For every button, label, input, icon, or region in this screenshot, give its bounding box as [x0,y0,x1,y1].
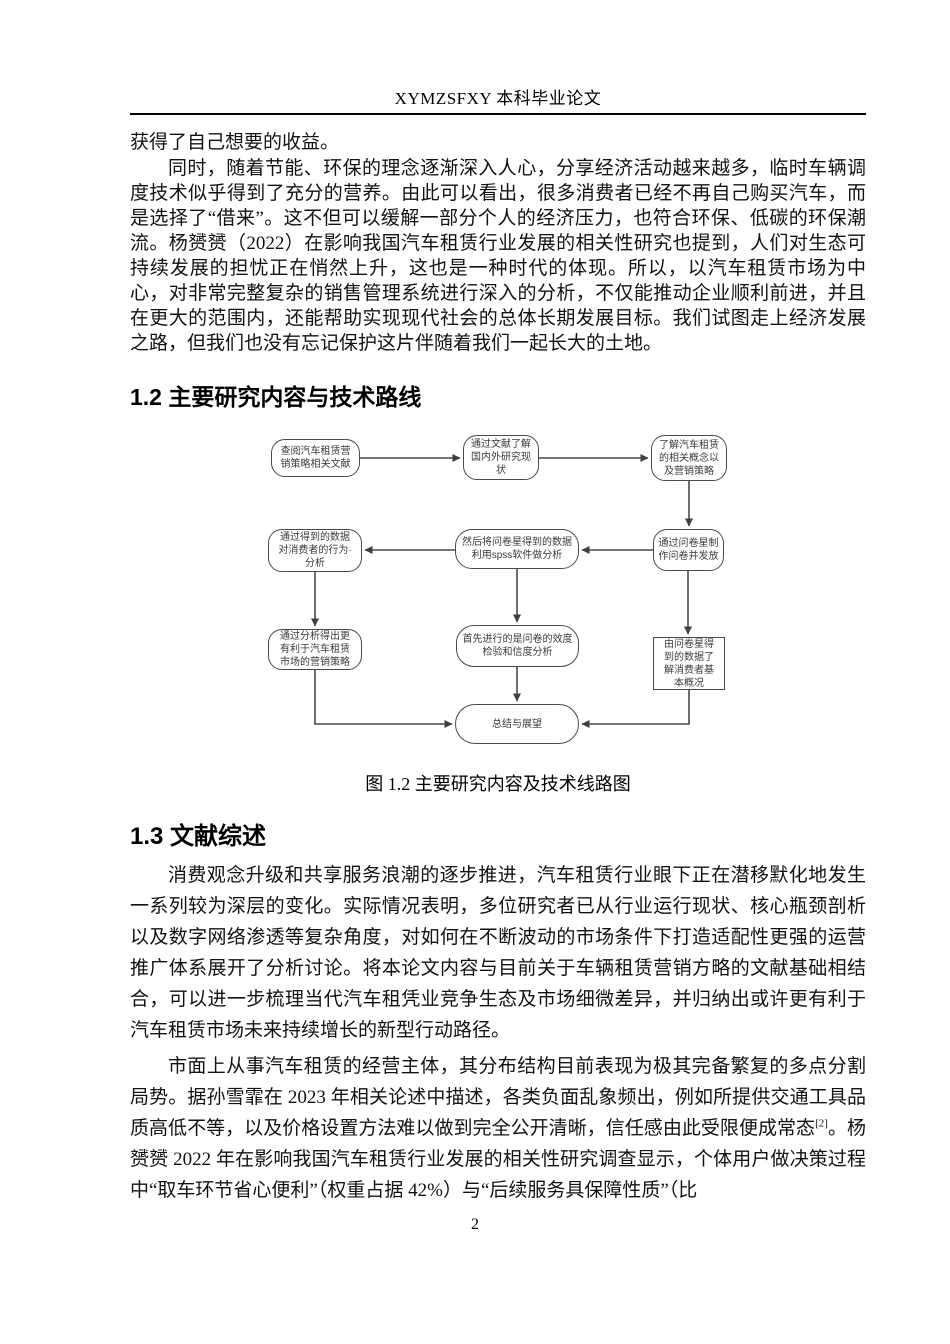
section-heading-1-3: 1.3 文献综述 [130,823,267,850]
paragraph-text-before-citation: 市面上从事汽车租赁的经营主体，其分布结构目前表现为极其完备繁复的多点分割局势。据… [130,1056,866,1139]
header-divider-rule [130,113,866,115]
page-number: 2 [471,1216,479,1233]
flow-node-consumer-behavior: 通过得到的数据 对消费者的行为· 分析 [268,529,362,572]
technical-route-flowchart: 查阅汽车租赁营 销策略相关文献 通过文献了解 国内外研究现 状 了解汽车租赁 的… [240,424,750,770]
paragraph-sharing-economy: 同时，随着节能、环保的理念逐渐深入人心，分享经济活动越来越多，临时车辆调度技术似… [130,158,866,354]
flow-node-concepts-strategy: 了解汽车租赁 的相关概念以 及营销策略 [651,435,727,481]
paragraph-literature-review-intro: 消费观念升级和共享服务浪潮的逐步推进，汽车租赁行业眼下正在潜移默化地发生一系列较… [130,865,866,1041]
flow-node-consumer-profile: 由问卷星得 到的数据了 解消费者基 本概况 [653,637,725,690]
flow-node-marketing-strategy: 通过分析得出更 有利于汽车租赁 市场的营销策略 [268,629,362,670]
paragraph-text-after-citation: 。杨赟赟 2022 年在影响我国汽车租赁行业发展的相关性研究调查显示，个体用户做… [130,1118,866,1201]
arrow-n9-n10 [581,690,690,728]
section-heading-1-2: 1.2 主要研究内容与技术路线 [130,384,422,410]
paragraph-continuation: 获得了自己想要的收益。 [130,132,340,153]
flow-node-spss-analysis: 然后将问卷星得到的数据 利用spss软件做分析 [455,529,579,569]
paragraph-market-structure: 市面上从事汽车租赁的经营主体，其分布结构目前表现为极其完备繁复的多点分割局势。据… [130,1051,866,1206]
citation-superscript: [2] [815,1117,828,1130]
flow-node-review-literature: 查阅汽车租赁营 销策略相关文献 [271,439,360,477]
figure-caption: 图 1.2 主要研究内容及技术线路图 [365,774,631,794]
arrow-n7-n10 [314,670,453,728]
page-header-title: XYMZSFXY 本科毕业论文 [394,89,602,108]
flow-node-research-status: 通过文献了解 国内外研究现 状 [463,435,539,480]
flow-node-summary-outlook: 总结与展望 [455,704,579,744]
flow-node-validity-reliability: 首先进行的是问卷的效度 检验和信度分析 [456,625,579,667]
flowchart-arrows [311,454,693,728]
flow-node-questionnaire-make: 通过问卷星制 作问卷并发放 [653,529,724,571]
